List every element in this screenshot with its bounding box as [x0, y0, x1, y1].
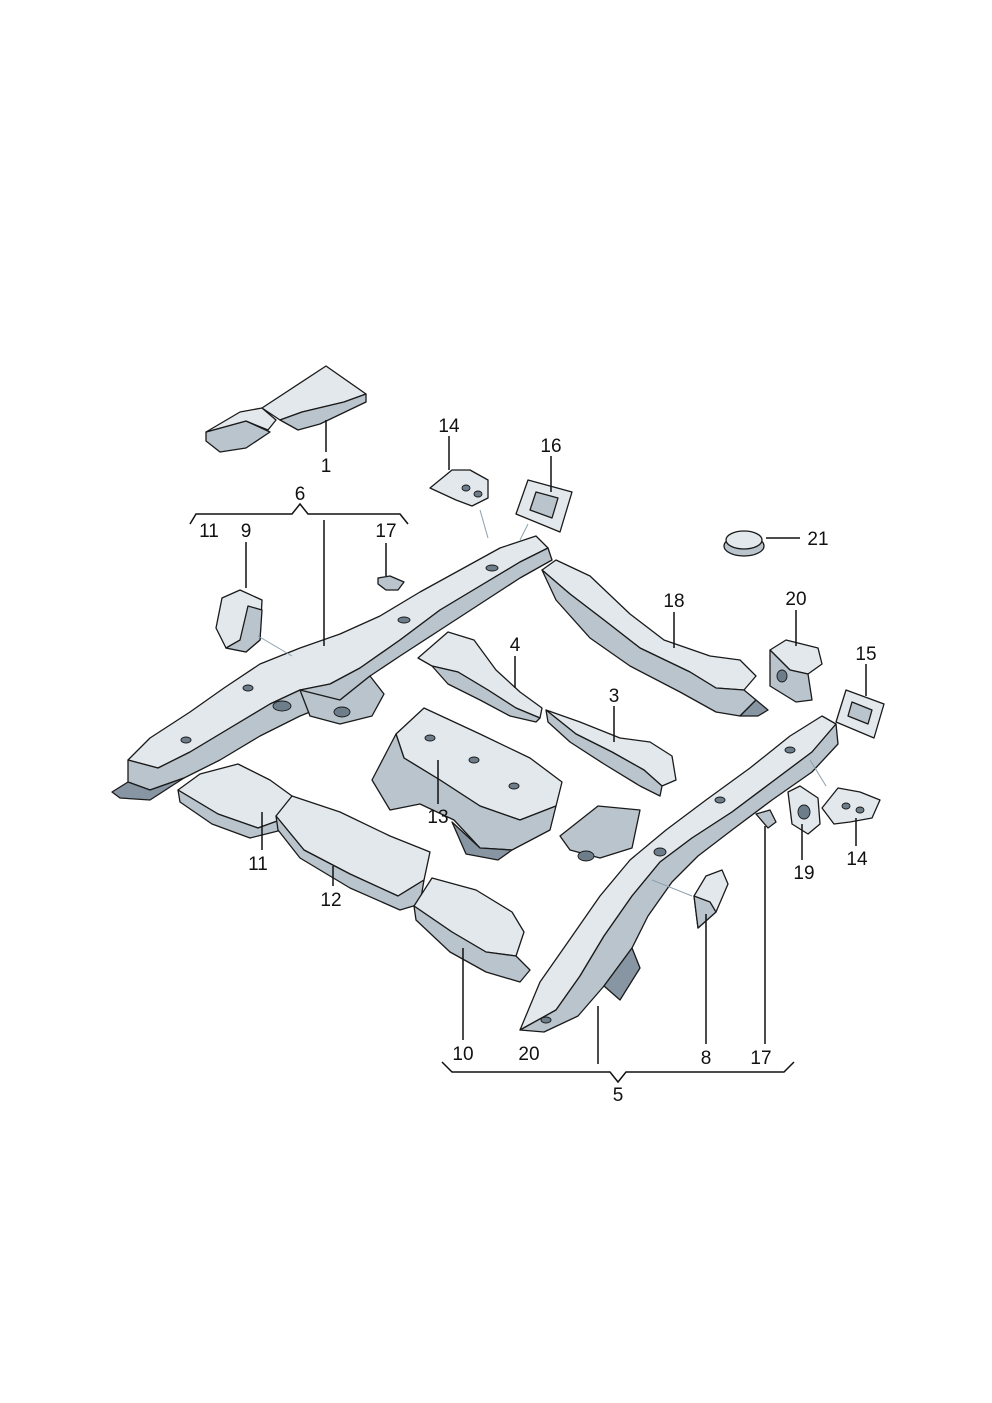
callout-11-mid: 11	[248, 854, 268, 875]
part-17-clip-bottom	[755, 809, 777, 829]
callout-labels: 1 6 11 9 17 14 16 21 18 20 15 4 3 13 11 …	[199, 416, 876, 1106]
callout-11-top: 11	[199, 521, 219, 542]
callout-17-bottom: 17	[750, 1048, 771, 1069]
part-21-plug	[723, 530, 765, 557]
group-bracket-5	[441, 1061, 795, 1084]
part-5-right-longitudinal-member	[519, 715, 839, 1033]
callout-14-top: 14	[438, 416, 460, 437]
callout-6: 6	[295, 484, 306, 505]
part-15-gasket-plate	[835, 689, 885, 739]
part-14-bracket-bottom	[821, 787, 881, 825]
callout-9: 9	[241, 521, 252, 542]
part-8-bracket	[693, 869, 729, 929]
part-19-bracket	[787, 785, 821, 835]
callout-20-bottom: 20	[518, 1044, 539, 1065]
callout-4: 4	[510, 635, 521, 656]
part-13-floor-panel	[371, 707, 563, 861]
callout-3: 3	[609, 686, 620, 707]
part-20-bracket-top	[769, 639, 823, 703]
group-bracket-6	[189, 502, 409, 525]
part-11-floor-segment	[177, 763, 293, 839]
part-14-bracket-top	[429, 469, 489, 507]
callout-14-bottom: 14	[846, 849, 868, 870]
callout-5: 5	[613, 1085, 624, 1106]
part-6-left-longitudinal-member	[111, 535, 553, 801]
callout-20-top: 20	[785, 589, 806, 610]
callout-19: 19	[793, 863, 814, 884]
callout-16: 16	[540, 436, 561, 457]
part-17-clip-top	[377, 575, 405, 591]
part-18-cross-member	[541, 559, 769, 717]
callout-18: 18	[663, 591, 684, 612]
part-4-strut	[417, 631, 543, 723]
part-12-floor-segment	[275, 795, 431, 911]
callout-12: 12	[320, 890, 341, 911]
callout-8: 8	[701, 1048, 712, 1069]
part-16-gasket-plate	[515, 479, 573, 533]
part-3-strut	[545, 709, 677, 797]
callout-17-top: 17	[375, 521, 396, 542]
callout-1: 1	[321, 456, 332, 477]
part-9-bracket	[215, 589, 263, 653]
leader-lines	[245, 420, 867, 1064]
callout-15: 15	[855, 644, 876, 665]
part-10-floor-segment	[413, 877, 531, 983]
part-1-insulation-mat	[205, 365, 367, 453]
callout-10: 10	[452, 1044, 473, 1065]
connector-lines	[257, 509, 827, 897]
callout-13: 13	[427, 807, 448, 828]
callout-21: 21	[807, 529, 828, 550]
